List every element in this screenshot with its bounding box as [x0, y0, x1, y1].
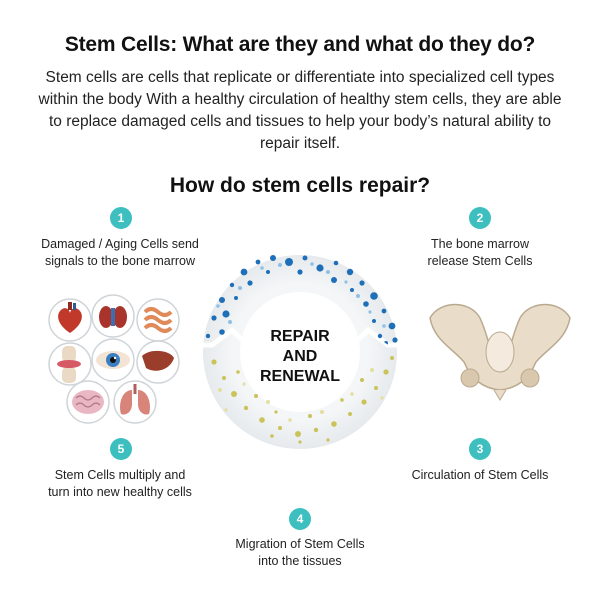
step-4-badge: 4	[289, 508, 311, 530]
step-2-line1: The bone marrow	[431, 237, 529, 251]
center-label-line1: REPAIR	[270, 328, 330, 345]
intro-paragraph: Stem cells are cells that replicate or d…	[38, 69, 562, 152]
step-2-line2: release Stem Cells	[427, 254, 533, 268]
step-2-text: The bone marrow release Stem Cells	[400, 236, 560, 270]
liver-icon	[136, 340, 180, 384]
kidney-icon	[91, 294, 135, 338]
stem-cells-pale-yellow	[218, 368, 384, 422]
step-3-line1: Circulation of Stem Cells	[411, 468, 549, 482]
center-label-line2: AND	[282, 348, 318, 365]
lungs-icon	[113, 380, 157, 424]
cycle-ring	[200, 255, 400, 449]
section-subtitle: How do stem cells repair?	[169, 174, 431, 197]
brain-icon	[66, 380, 110, 424]
heart-icon	[48, 298, 92, 342]
step-1-text: Damaged / Aging Cells send signals to th…	[20, 236, 220, 270]
step-1-line2: signals to the bone marrow	[44, 254, 196, 268]
step-1-badge: 1	[110, 207, 132, 229]
stem-cells-light-blue	[216, 262, 386, 328]
page-title: Stem Cells: What are they and what do th…	[64, 33, 536, 56]
step-5-line1: Stem Cells multiply and	[54, 468, 186, 482]
center-label: REPAIR AND RENEWAL	[240, 327, 360, 387]
step-4-line1: Migration of Stem Cells	[235, 537, 365, 551]
step-5-line2: turn into new healthy cells	[48, 485, 192, 499]
stem-cells-yellow	[211, 356, 394, 444]
step-4-text: Migration of Stem Cells into the tissues	[210, 536, 390, 570]
stem-cells-blue	[205, 255, 398, 345]
step-1-line1: Damaged / Aging Cells send	[41, 237, 199, 251]
step-4-line2: into the tissues	[258, 554, 342, 568]
pelvis-icon	[429, 303, 571, 401]
step-5-badge: 5	[110, 438, 132, 460]
intestine-icon	[136, 298, 180, 342]
organ-images	[48, 294, 180, 424]
knee-joint-icon	[48, 342, 92, 386]
step-5-text: Stem Cells multiply and turn into new he…	[20, 467, 220, 501]
eye-icon	[91, 338, 135, 382]
step-2-badge: 2	[469, 207, 491, 229]
step-3-badge: 3	[469, 438, 491, 460]
step-3-text: Circulation of Stem Cells	[395, 467, 565, 484]
center-label-line3: RENEWAL	[260, 368, 340, 385]
